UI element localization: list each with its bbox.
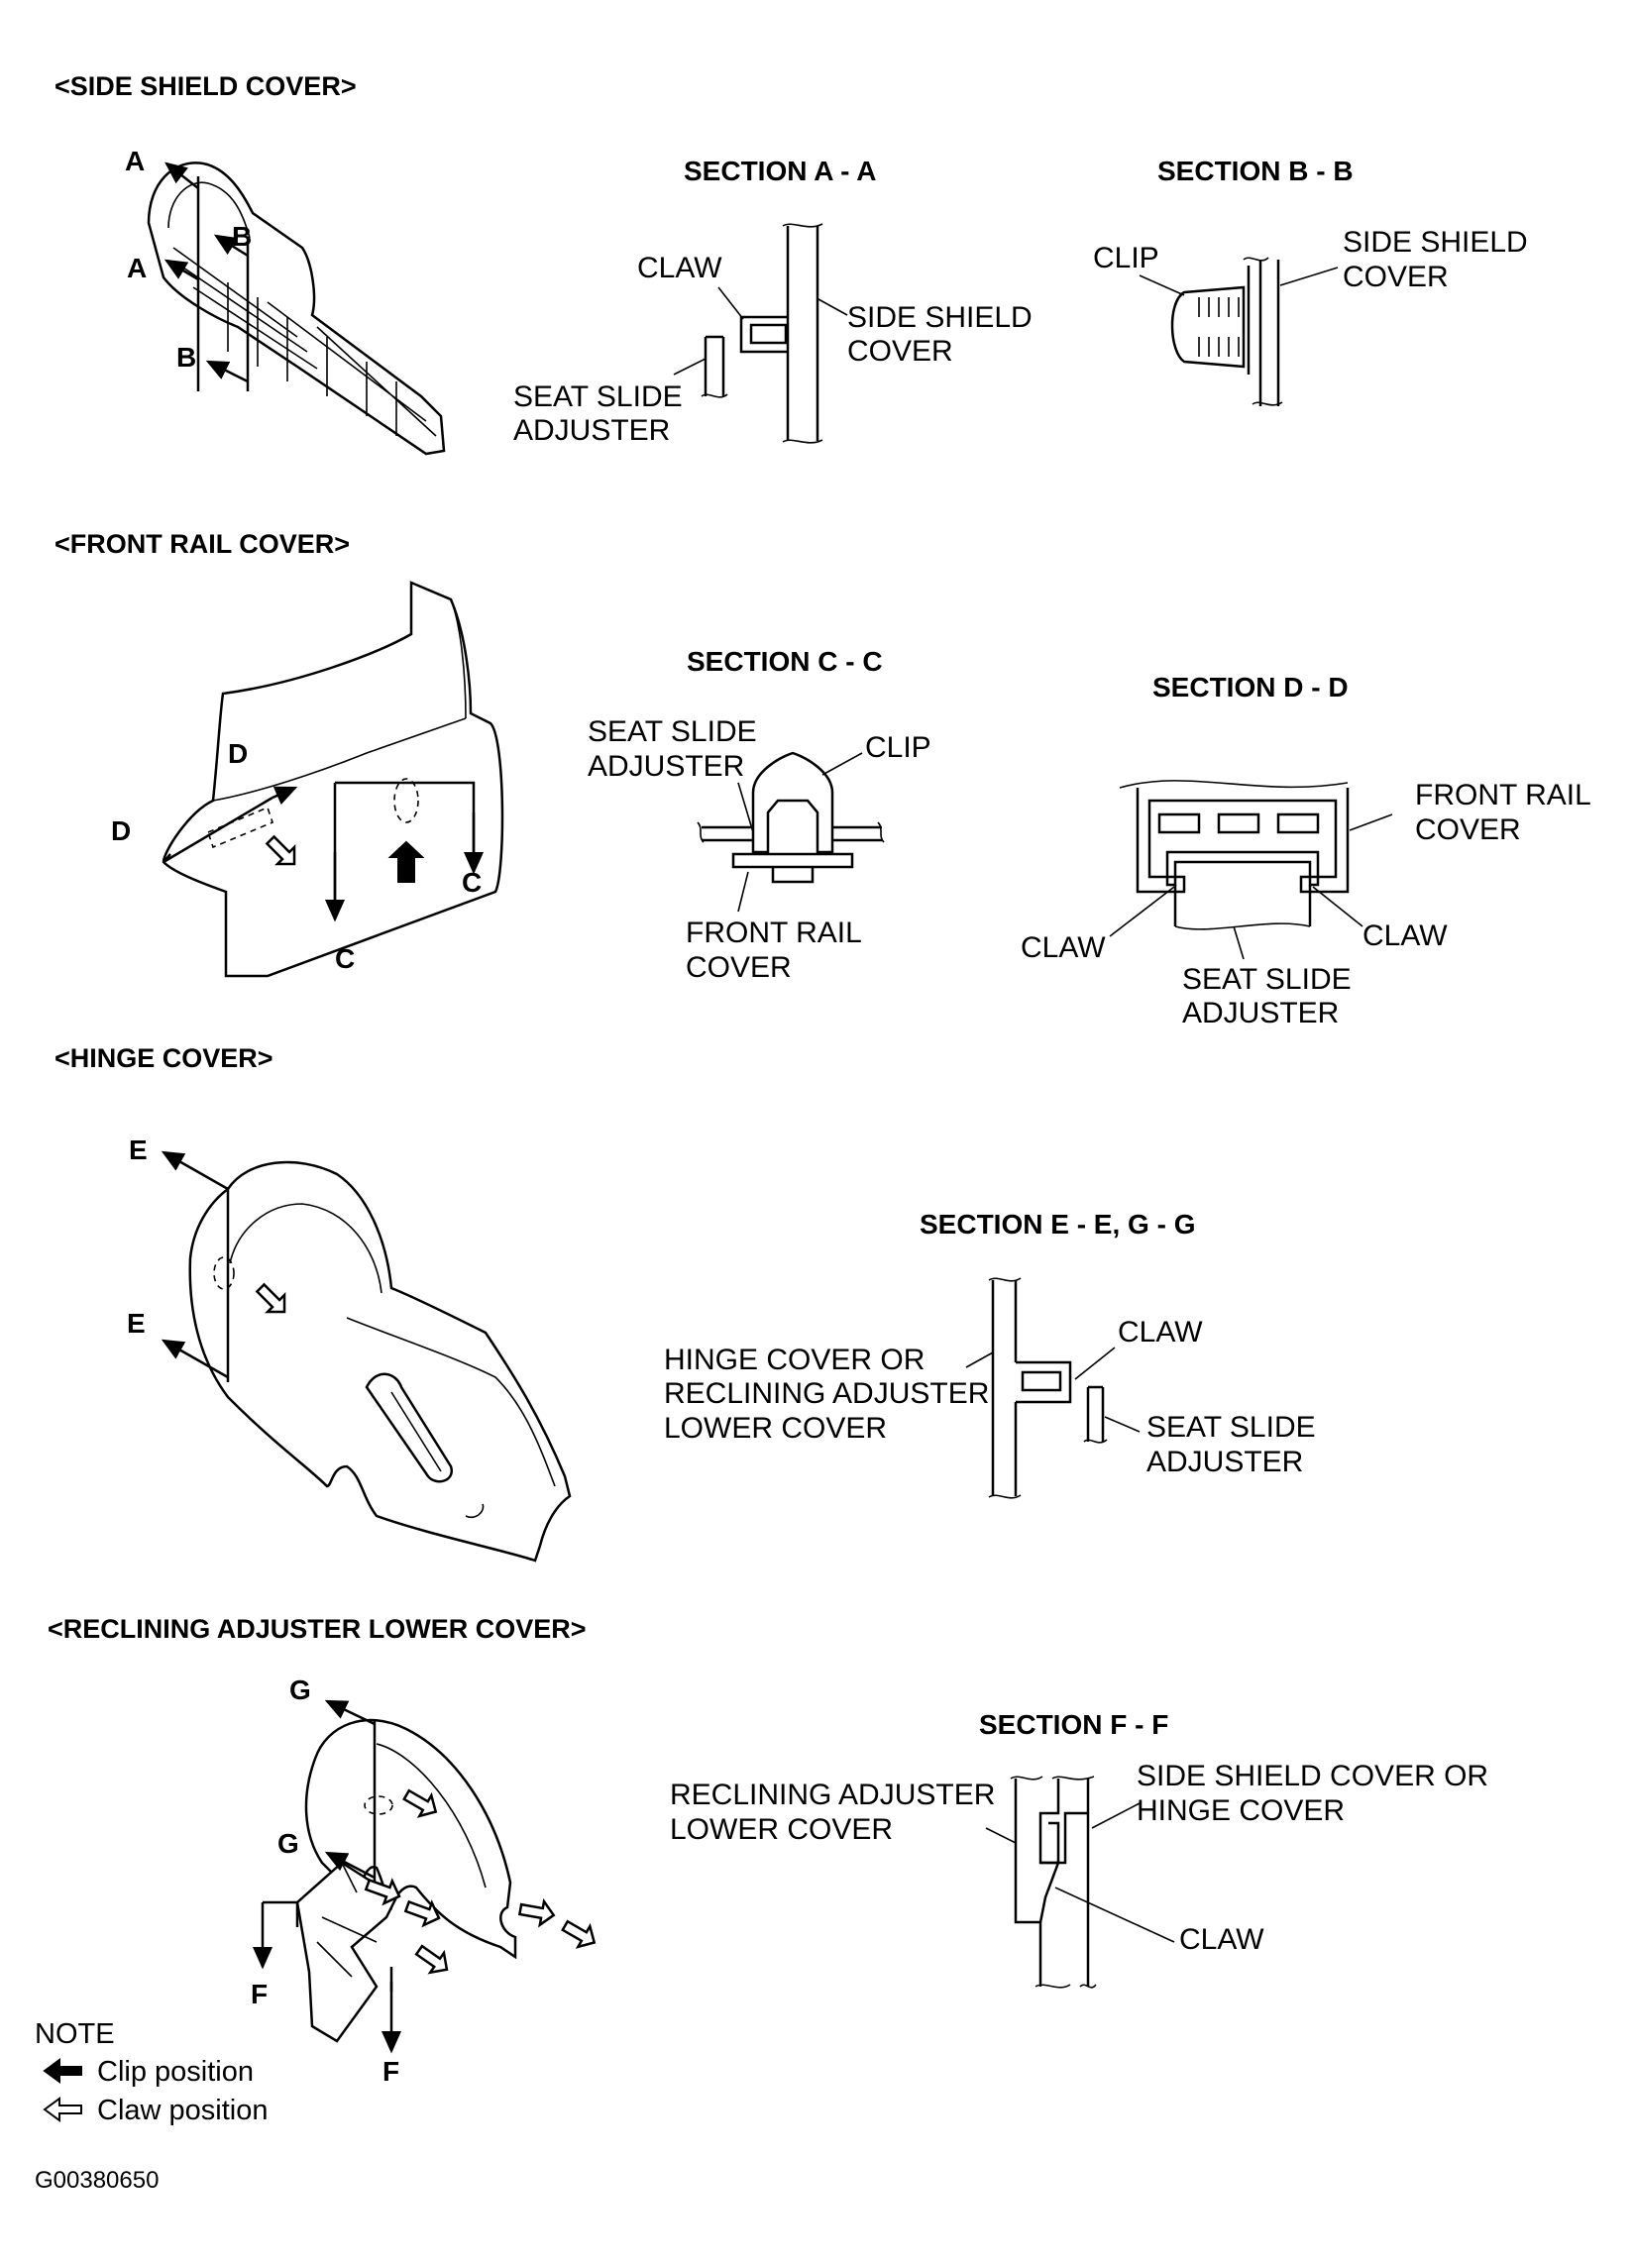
section-cc-cover-label-1: FRONT RAIL [686, 917, 862, 949]
section-cc-adjuster-label-2: ADJUSTER [588, 750, 744, 783]
reclining-title: <RECLINING ADJUSTER LOWER COVER> [48, 1614, 587, 1644]
cut-letter-c-bottom: C [335, 943, 355, 974]
side-shield-title: <SIDE SHIELD COVER> [54, 71, 357, 101]
figure-code: G00380650 [35, 2167, 159, 2194]
clip-position-icon [43, 2058, 82, 2084]
hinge-drawing [161, 1150, 572, 1563]
section-cc-adjuster-label-1: SEAT SLIDE [588, 715, 757, 748]
front-rail-drawing [162, 581, 504, 978]
section-dd-drawing [1109, 780, 1393, 960]
section-bb-clip-label: CLIP [1093, 242, 1159, 274]
section-ff-left-label-1: RECLINING ADJUSTER [670, 1779, 995, 1811]
section-ff-left-label-2: LOWER COVER [670, 1813, 893, 1846]
cut-letter-g-middle: G [277, 1828, 299, 1859]
section-bb-cover-label-1: SIDE SHIELD [1343, 226, 1528, 259]
section-bb-cover-label-2: COVER [1343, 261, 1449, 293]
note-claw-label: Claw position [97, 2095, 268, 2126]
section-ff-right-label-2: HINGE COVER [1137, 1794, 1345, 1827]
front-rail-title: <FRONT RAIL COVER> [54, 529, 350, 559]
section-eg-cover-label-2: RECLINING ADJUSTER [664, 1377, 989, 1410]
section-ff-title: SECTION F - F [979, 1709, 1168, 1740]
section-dd-cover-label-1: FRONT RAIL [1415, 779, 1591, 811]
cut-letter-a-top: A [125, 146, 145, 176]
section-ff-right-label-1: SIDE SHIELD COVER OR [1137, 1760, 1488, 1792]
section-dd-title: SECTION D - D [1152, 672, 1349, 702]
section-ff-claw-label: CLAW [1179, 1923, 1264, 1956]
section-bb-drawing [1139, 257, 1339, 406]
cut-letter-f-bottom: F [382, 2056, 399, 2087]
section-bb-title: SECTION B - B [1157, 156, 1354, 186]
note-title: NOTE [35, 2018, 115, 2050]
cut-letter-b-top: B [232, 221, 252, 252]
section-aa-adjuster-label-1: SEAT SLIDE [513, 380, 683, 413]
section-eg-cover-label-3: LOWER COVER [664, 1412, 887, 1445]
cut-letter-e-top: E [129, 1134, 148, 1165]
section-aa-adjuster-label-2: ADJUSTER [513, 414, 670, 447]
section-dd-adjuster-label-2: ADJUSTER [1182, 997, 1339, 1029]
section-dd-claw-right-label: CLAW [1362, 919, 1448, 952]
section-eg-adjuster-label-2: ADJUSTER [1146, 1446, 1303, 1478]
note-clip-label: Clip position [97, 2056, 254, 2088]
cut-letter-f-left: F [251, 1979, 268, 2009]
section-dd-claw-left-label: CLAW [1021, 931, 1106, 964]
claw-position-icon [43, 2097, 82, 2122]
section-eg-cover-label-1: HINGE COVER OR [664, 1344, 925, 1376]
reclining-drawing [253, 1699, 597, 2054]
section-ff-drawing [985, 1776, 1175, 1989]
cut-letter-d-left: D [111, 815, 131, 846]
section-eg-claw-label: CLAW [1118, 1316, 1203, 1349]
section-aa-cover-label-1: SIDE SHIELD [847, 301, 1033, 334]
cut-letter-g-top: G [289, 1674, 311, 1705]
section-dd-adjuster-label-1: SEAT SLIDE [1182, 963, 1352, 996]
cut-letter-b-bottom: B [176, 342, 196, 373]
hinge-title: <HINGE COVER> [54, 1043, 273, 1073]
section-aa-claw-label: CLAW [637, 252, 722, 284]
section-eg-adjuster-label-1: SEAT SLIDE [1146, 1411, 1316, 1444]
section-aa-drawing [673, 223, 848, 444]
section-cc-title: SECTION C - C [687, 646, 883, 677]
section-cc-clip-label: CLIP [865, 731, 931, 764]
section-eg-drawing [965, 1277, 1141, 1499]
section-cc-cover-label-2: COVER [686, 951, 792, 984]
section-aa-title: SECTION A - A [684, 156, 876, 186]
cut-letter-a-bottom: A [127, 253, 147, 283]
section-aa-cover-label-2: COVER [847, 335, 953, 368]
cut-letter-c-right: C [462, 867, 482, 898]
section-eg-title: SECTION E - E, G - G [920, 1209, 1195, 1240]
side-shield-drawing [147, 162, 446, 456]
cut-letter-e-bottom: E [127, 1308, 146, 1339]
cut-letter-d-top: D [228, 738, 248, 769]
section-dd-cover-label-2: COVER [1415, 813, 1521, 846]
section-cc-drawing [697, 751, 885, 913]
